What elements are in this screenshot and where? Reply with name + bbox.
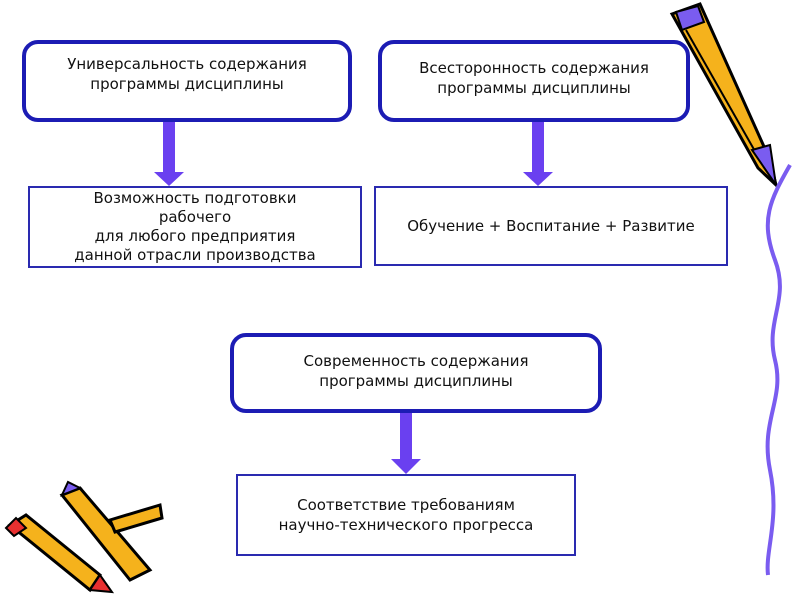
- pencil-top-right-icon: [669, 2, 779, 190]
- arrow-2: [523, 122, 553, 186]
- possibility-box: Возможность подготовки рабочего для любо…: [28, 186, 362, 268]
- squiggle-line: [765, 164, 792, 576]
- modernity-box: Современность содержания программы дисци…: [230, 333, 602, 413]
- compliance-box: Соответствие требованиям научно-техничес…: [236, 474, 576, 556]
- arrow-1: [154, 122, 184, 186]
- universality-box: Универсальность содержания программы дис…: [22, 40, 352, 122]
- comprehensiveness-box: Всесторонность содержания программы дисц…: [378, 40, 690, 122]
- education-box: Обучение + Воспитание + Развитие: [374, 186, 728, 266]
- pencils-bottom-left-icon: [4, 480, 164, 594]
- arrow-3: [391, 413, 421, 474]
